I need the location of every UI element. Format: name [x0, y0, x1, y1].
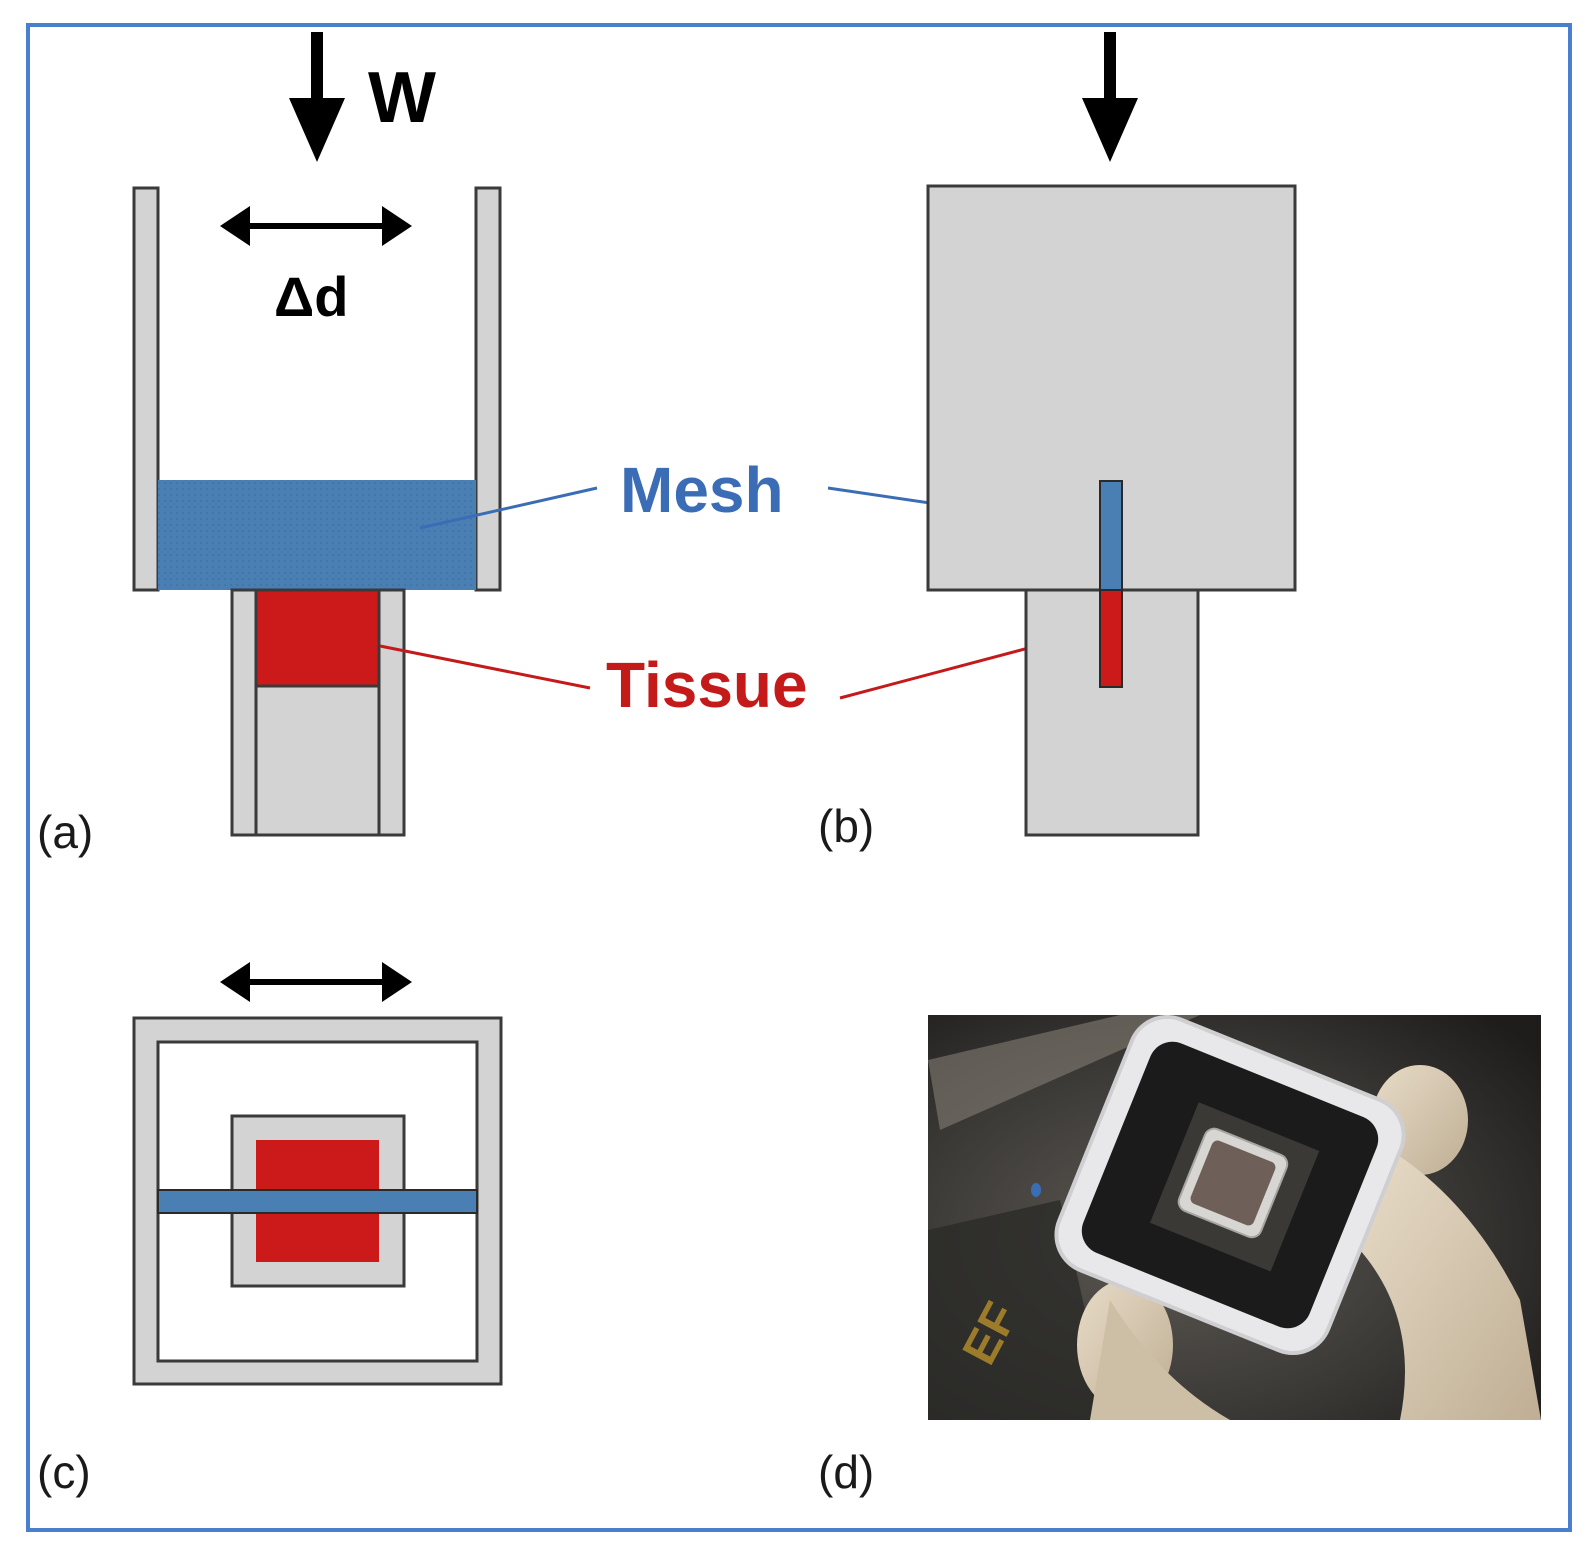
upper-box-left-wall	[132, 186, 160, 592]
panel-a-label: (a)	[37, 806, 93, 858]
panel-a: W Δd (a)	[37, 32, 502, 858]
panel-b: (b)	[818, 32, 1297, 852]
displacement-arrow-a	[220, 206, 412, 246]
mesh-strip-c	[157, 1189, 478, 1214]
panel-c: (c)	[37, 962, 503, 1498]
panel-d-photo: EF (d)	[818, 1015, 1541, 1498]
panel-c-label: (c)	[37, 1446, 91, 1498]
mesh-strip-b	[1099, 480, 1123, 591]
weight-label: W	[368, 58, 436, 138]
load-arrow-b	[1082, 32, 1138, 162]
panel-b-label: (b)	[818, 800, 874, 852]
displacement-label: Δd	[274, 265, 348, 328]
panel-d-label: (d)	[818, 1446, 874, 1498]
tissue-sample-a	[254, 588, 381, 688]
upper-box-right-wall	[474, 186, 502, 592]
displacement-arrow-c	[220, 962, 412, 1002]
load-arrow-a	[289, 32, 345, 162]
mesh-leader-a	[419, 486, 598, 530]
mesh-label: Mesh	[620, 454, 784, 526]
tissue-leader-a	[379, 644, 591, 690]
mesh-layer-a	[158, 480, 476, 590]
tissue-strip-b	[1099, 589, 1123, 688]
tissue-label: Tissue	[606, 649, 808, 721]
